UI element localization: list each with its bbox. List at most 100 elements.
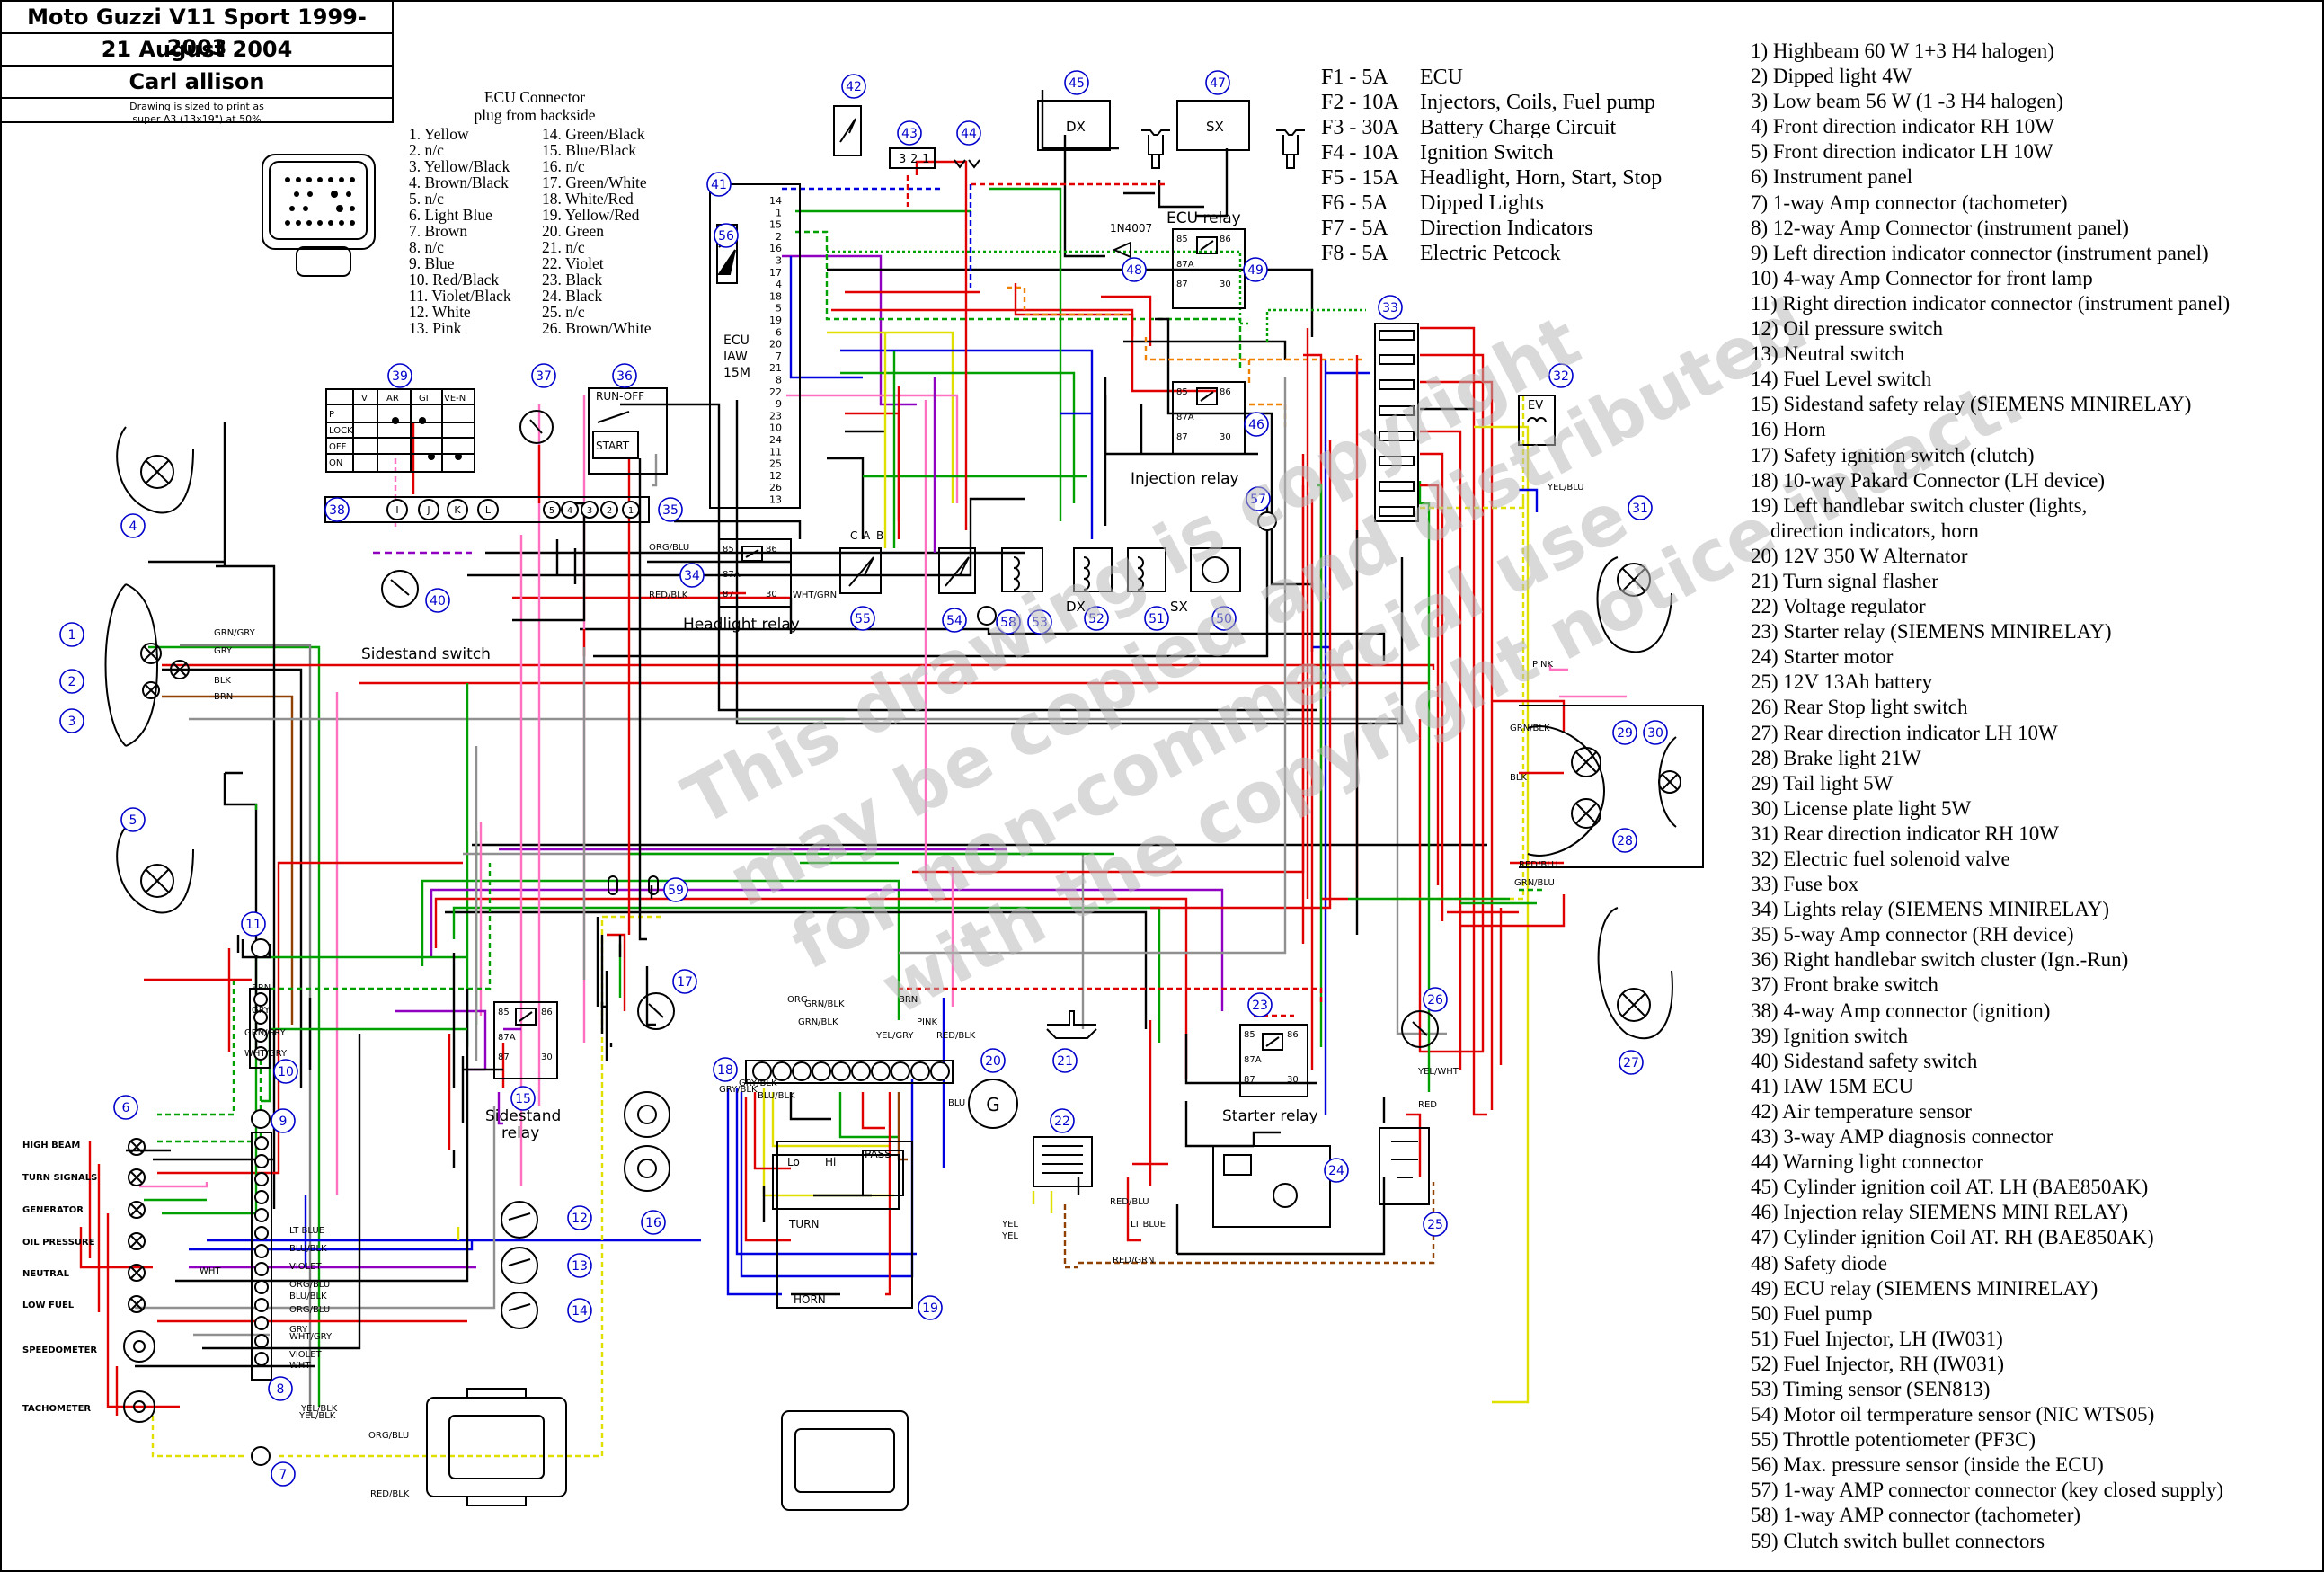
indicator-label: LOW FUEL bbox=[22, 1301, 75, 1310]
wire-color-label: LT BLUE bbox=[289, 1226, 324, 1236]
fuse-id: F5 - 15A bbox=[1321, 166, 1399, 190]
ecu-pin-entry: 15. Blue/Black bbox=[542, 141, 636, 159]
callout-35: 35 bbox=[658, 497, 683, 522]
indicator-label: SPEEDOMETER bbox=[22, 1346, 97, 1355]
drawing-date: 21 August 2004 bbox=[2, 34, 392, 67]
connector-35-pin: 4 bbox=[567, 506, 572, 516]
callout-31: 31 bbox=[1628, 495, 1653, 520]
wire-color-label: BLU bbox=[948, 1098, 965, 1108]
relay-pin: 87 bbox=[1176, 432, 1188, 442]
ecu-pin-entry: 26. Brown/White bbox=[542, 319, 652, 337]
indicator-label: HIGH BEAM bbox=[22, 1141, 80, 1150]
legend-item: 26) Rear Stop light switch bbox=[1751, 696, 1968, 719]
callout-number: 17 bbox=[677, 975, 693, 990]
callout-number: 9 bbox=[279, 1115, 288, 1129]
callout-number: 15 bbox=[515, 1092, 531, 1106]
wire-color-label: BRN bbox=[252, 983, 271, 993]
fuse-description: Ignition Switch bbox=[1420, 141, 1554, 164]
connector-18-outline bbox=[781, 1410, 909, 1511]
components bbox=[104, 100, 1704, 1511]
wire-color-label: GRY bbox=[289, 1325, 308, 1335]
legend-item: 52) Fuel Injector, RH (IW031) bbox=[1751, 1352, 2005, 1375]
callout-number: 5 bbox=[129, 813, 137, 828]
callout-number: 12 bbox=[572, 1212, 588, 1226]
callout-number: 46 bbox=[1248, 418, 1264, 432]
sidestand-switch-label: Sidestand switch bbox=[361, 645, 491, 663]
callout-number: 35 bbox=[662, 503, 679, 518]
callout-53: 53 bbox=[1027, 609, 1052, 635]
wire-color-label: YEL/BLK bbox=[300, 1404, 338, 1414]
wire-color-label: YEL bbox=[1001, 1231, 1018, 1241]
callout-27: 27 bbox=[1619, 1050, 1644, 1075]
legend-item: 31) Rear direction indicator RH 10W bbox=[1751, 822, 2059, 845]
relay-pin: 85 bbox=[498, 1008, 510, 1017]
sidestand-relay-label: relay bbox=[501, 1124, 539, 1142]
sidestand-relay-label: Sidestand bbox=[485, 1107, 561, 1125]
title-block: Moto Guzzi V11 Sport 1999-2003 21 August… bbox=[0, 0, 394, 125]
relay-pin: 87A bbox=[1176, 413, 1194, 422]
legend-item: 21) Turn signal flasher bbox=[1751, 569, 1938, 592]
wire-color-label: GRY/BLK bbox=[719, 1085, 758, 1095]
callout-number: 40 bbox=[430, 594, 446, 608]
wire-color-label: RED/BLK bbox=[370, 1489, 410, 1499]
callout-36: 36 bbox=[612, 363, 637, 388]
turn-label: TURN bbox=[788, 1218, 819, 1230]
legend-item: 45) Cylinder ignition coil AT. LH (BAE85… bbox=[1751, 1176, 2149, 1199]
wire-color-label: GRY/BLK bbox=[739, 1079, 777, 1088]
relay-pin: 30 bbox=[1287, 1075, 1299, 1085]
ecu-pin-number: 16 bbox=[769, 243, 782, 254]
wire-color-label: ORG bbox=[787, 995, 808, 1005]
callout-9: 9 bbox=[271, 1108, 296, 1133]
ignition-position-label: LOCK bbox=[329, 426, 353, 436]
callout-number: 18 bbox=[717, 1063, 733, 1078]
ecu-pin-entry: 4. Brown/Black bbox=[409, 173, 509, 191]
connector-35-pin: 3 bbox=[587, 506, 592, 516]
wire-color-label: RED/GRN bbox=[1113, 1256, 1155, 1266]
wire-color-label: WHT/GRY bbox=[244, 1049, 288, 1059]
callout-11: 11 bbox=[241, 911, 266, 937]
callout-40: 40 bbox=[425, 588, 450, 613]
legend-item: 39) Ignition switch bbox=[1751, 1024, 1909, 1047]
run-off-label: RUN-OFF bbox=[596, 390, 644, 403]
callout-51: 51 bbox=[1144, 606, 1169, 631]
injector-dx-label: DX bbox=[1066, 599, 1086, 615]
callout-6: 6 bbox=[113, 1095, 138, 1120]
wire-color-label: GRN/BLK bbox=[1510, 724, 1550, 733]
relay-pin: 86 bbox=[766, 545, 777, 555]
fuse-description: Electric Petcock bbox=[1420, 242, 1561, 265]
wires bbox=[79, 90, 1627, 1458]
front-indicator-lh bbox=[116, 826, 194, 914]
wire-color-label: BLK bbox=[214, 676, 231, 686]
ecu-pin-number: 26 bbox=[769, 482, 782, 493]
callout-number: 25 bbox=[1427, 1218, 1443, 1232]
fuse-description: Headlight, Horn, Start, Stop bbox=[1420, 166, 1663, 190]
wire-color-label: ORG/BLU bbox=[649, 543, 689, 553]
callout-number: 34 bbox=[684, 569, 700, 583]
ecu-pin-entry: 24. Black bbox=[542, 287, 603, 305]
relay-pin: 30 bbox=[1220, 280, 1231, 289]
wire-color-label: WHT bbox=[289, 1361, 311, 1371]
callout-number: 30 bbox=[1647, 726, 1663, 741]
legend-item: 47) Cylinder ignition Coil AT. RH (BAE85… bbox=[1751, 1226, 2154, 1249]
ecu-pin-number: 19 bbox=[769, 315, 782, 326]
ecu-pin-number: 24 bbox=[769, 434, 782, 446]
fuse-description: Battery Charge Circuit bbox=[1420, 116, 1617, 139]
callout-number: 32 bbox=[1553, 369, 1569, 384]
callout-12: 12 bbox=[567, 1205, 592, 1230]
ecu-pin-number: 14 bbox=[769, 195, 782, 207]
legend-item: 51) Fuel Injector, LH (IW031) bbox=[1751, 1327, 2003, 1350]
drawing-title: Moto Guzzi V11 Sport 1999-2003 bbox=[2, 2, 392, 60]
indicator-label: NEUTRAL bbox=[22, 1269, 70, 1279]
callout-2: 2 bbox=[59, 669, 84, 694]
callout-number: 7 bbox=[279, 1468, 288, 1482]
legend-item: 40) Sidestand safety switch bbox=[1751, 1049, 1978, 1072]
callout-33: 33 bbox=[1378, 295, 1403, 320]
callout-44: 44 bbox=[956, 120, 981, 146]
callout-number: 23 bbox=[1252, 999, 1268, 1013]
ecu-pin-entry: 7. Brown bbox=[409, 222, 468, 240]
ecu-pin-entry: 1. Yellow bbox=[409, 125, 469, 143]
callout-50: 50 bbox=[1211, 606, 1237, 631]
legend-item: 23) Starter relay (SIEMENS MINIRELAY) bbox=[1751, 620, 2112, 644]
ecu-pin-number: 2 bbox=[776, 231, 782, 243]
